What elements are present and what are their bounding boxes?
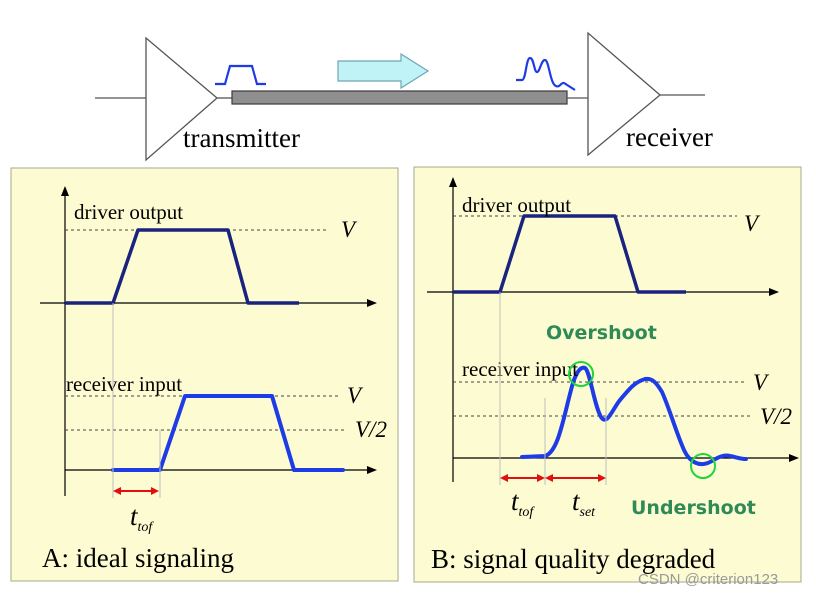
- distorted-pulse-icon: [516, 56, 576, 91]
- b-tset-arrow-right: [598, 474, 606, 482]
- transmission-line-schematic: transmitter receiver: [95, 31, 713, 162]
- a-driver-y-arrowhead: [61, 186, 69, 196]
- a-receiver-x-arrowhead: [367, 466, 377, 474]
- a-vhalf-label: V/2: [355, 417, 387, 442]
- b-receiver-input-waveform: [520, 365, 748, 467]
- a-driver-x-arrowhead: [367, 299, 377, 307]
- b-vhalf-label: V/2: [760, 404, 792, 429]
- b-tset-main: t: [572, 486, 581, 516]
- b-overshoot-circle-marker: [568, 361, 594, 387]
- receiver-buffer-icon: [587, 31, 662, 157]
- b-tset-arrow-left: [545, 474, 553, 482]
- b-caption: B: signal quality degraded: [431, 544, 716, 574]
- b-ttof-label: ttof: [511, 486, 535, 520]
- b-tof-arrow-left: [500, 474, 508, 482]
- b-ttof-main: t: [511, 486, 520, 516]
- transmitter-buffer-icon: [145, 36, 218, 162]
- transmission-line: [231, 90, 568, 105]
- a-receiver-input-label: receiver input: [66, 372, 182, 396]
- transmitter-label: transmitter: [183, 123, 300, 153]
- panel-b-background: [413, 166, 802, 583]
- b-driver-x-arrowhead: [769, 288, 779, 296]
- b-overshoot-label: Overshoot: [546, 322, 657, 344]
- b-driver-output-waveform: [453, 214, 686, 294]
- a-tof-arrow-right: [151, 487, 159, 495]
- a-ttof-main: t: [130, 501, 139, 531]
- a-v-label-top: V: [341, 217, 358, 242]
- clean-pulse-icon: [215, 64, 266, 86]
- panel-a-background: [10, 167, 399, 582]
- a-caption: A: ideal signaling: [42, 543, 234, 573]
- a-ttof-sub: tof: [138, 520, 155, 535]
- watermark: CSDN @criterion123: [638, 571, 778, 588]
- a-v-label-bottom: V: [347, 383, 364, 408]
- receiver-label: receiver: [626, 122, 713, 152]
- b-driver-output-label: driver output: [462, 193, 571, 217]
- b-tof-arrow-right: [537, 474, 545, 482]
- a-tof-arrow-left: [113, 487, 121, 495]
- b-undershoot-label: Undershoot: [631, 497, 756, 519]
- a-driver-output-label: driver output: [74, 200, 183, 224]
- b-driver-y-arrowhead: [449, 177, 457, 187]
- b-ttof-sub: tof: [519, 505, 536, 520]
- a-ttof-label: ttof: [130, 501, 154, 535]
- propagation-arrow-icon: [337, 52, 430, 90]
- b-receiver-input-label: receiver input: [462, 357, 578, 381]
- b-tset-label: tset: [572, 486, 596, 520]
- panel-a-ideal-signaling: driver output V receiver input V V/2 tto…: [10, 167, 399, 582]
- b-v-label-bottom: V: [753, 370, 770, 395]
- b-tset-sub: set: [580, 505, 597, 520]
- b-receiver-x-arrowhead: [789, 454, 799, 462]
- a-driver-output-waveform: [65, 228, 299, 305]
- b-undershoot-circle-marker: [690, 453, 716, 479]
- a-receiver-input-waveform: [111, 394, 345, 472]
- b-v-label-top: V: [744, 211, 761, 236]
- panel-b-signal-degraded: driver output V Overshoot receiver input…: [413, 166, 802, 583]
